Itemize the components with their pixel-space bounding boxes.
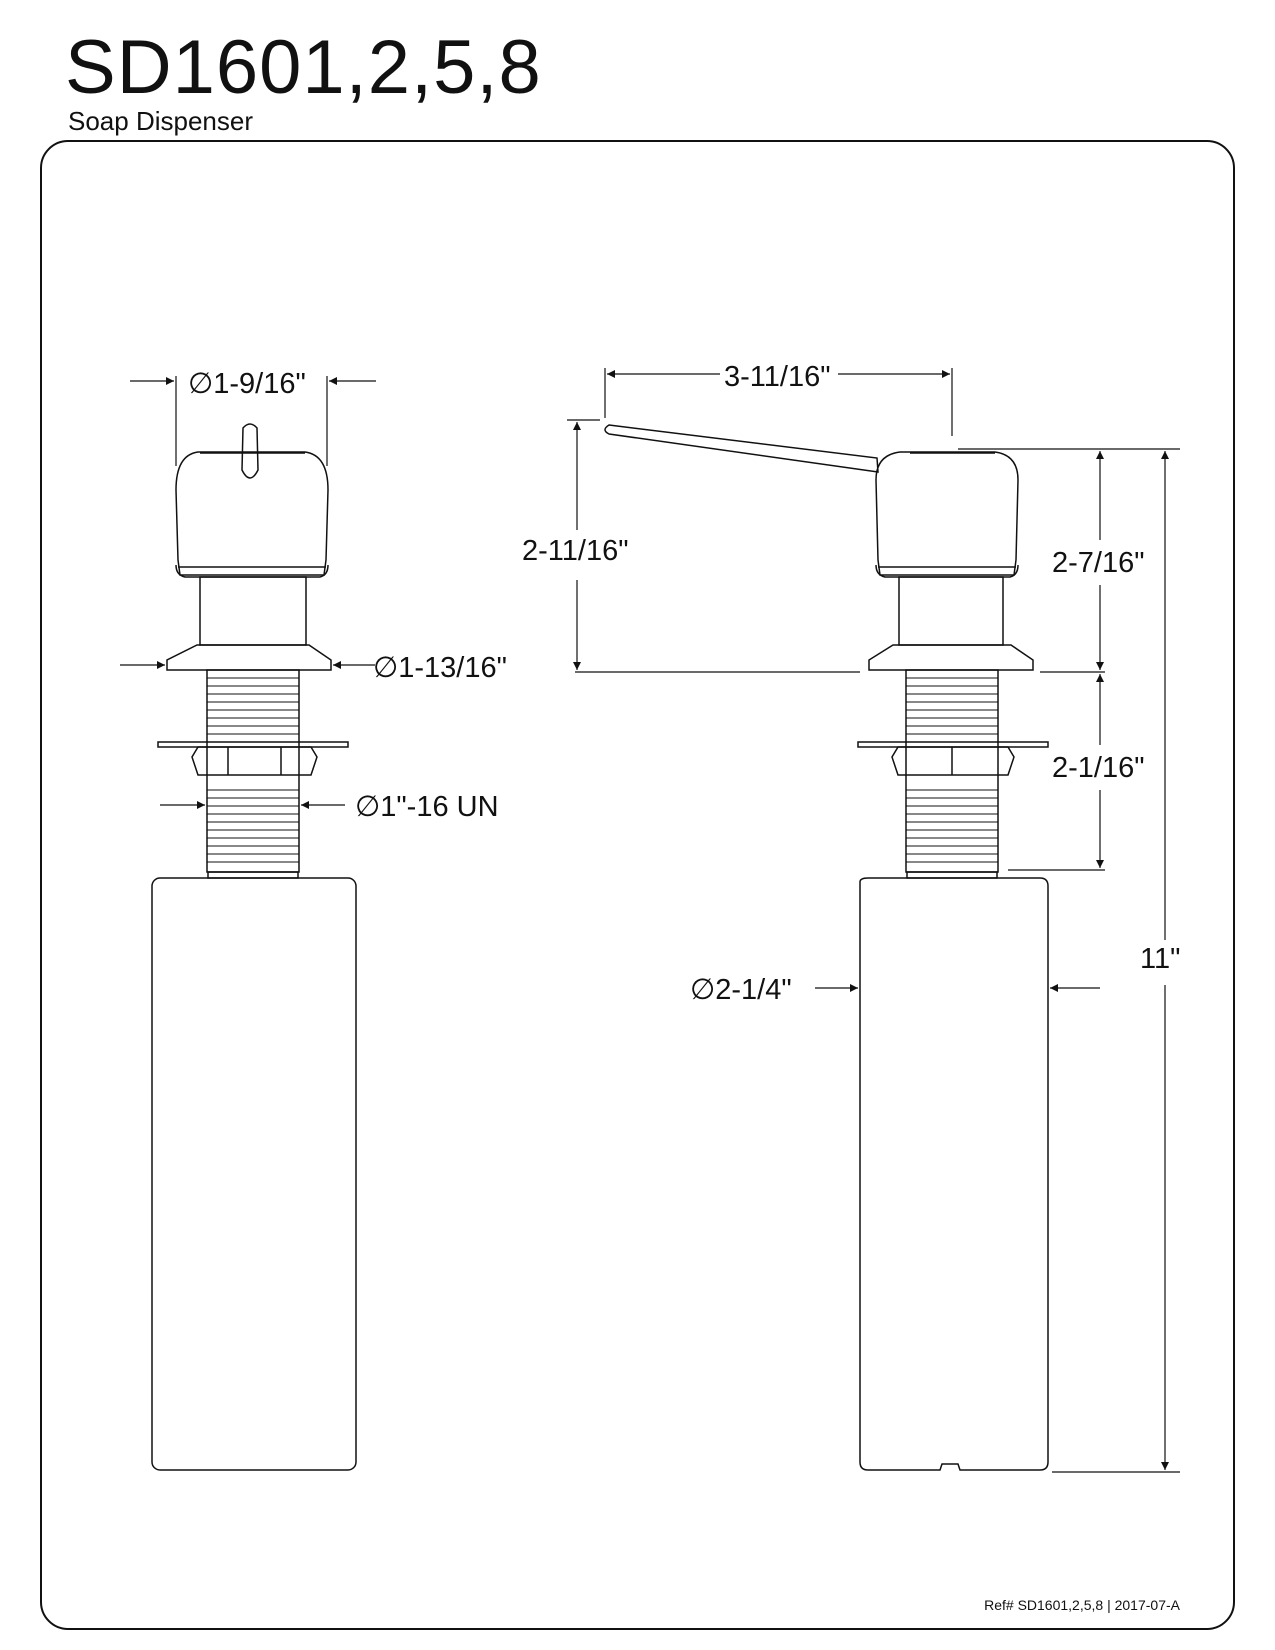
collar [898,576,1004,646]
reference-number: Ref# SD1601,2,5,8 | 2017-07-A [984,1597,1180,1613]
dim-spout-height: 2-11/16" [522,535,629,567]
collar [199,576,307,646]
pump-button [241,423,259,479]
flange [868,644,1034,671]
dispenser-head [175,451,329,576]
threaded-shank [206,669,300,873]
dim-shank-length: 2-1/16" [1052,752,1145,784]
dim-bottle-diameter: ∅2-1/4" [690,974,792,1006]
dim-head-height: 2-7/16" [1052,547,1145,579]
dispenser-head [875,451,1019,576]
soap-bottle [859,877,1049,1471]
hex-nut [191,746,318,776]
dim-flange-diameter: ∅1-13/16" [373,652,507,684]
drawing-frame [40,140,1235,1630]
soap-bottle [151,877,357,1471]
dim-spout-reach: 3-11/16" [724,361,831,393]
dim-head-diameter: ∅1-9/16" [188,368,306,400]
drawing-title: SD1601,2,5,8 [65,25,542,110]
dimension-lines [120,368,1180,1473]
dim-overall-height: 11" [1140,943,1180,975]
side-view [604,424,1049,1471]
flange [166,644,332,671]
dim-thread: ∅1"-16 UN [355,791,499,823]
front-view [151,423,357,1471]
drawing-subtitle: Soap Dispenser [68,106,253,136]
spout [604,424,879,473]
hex-nut [891,746,1015,776]
